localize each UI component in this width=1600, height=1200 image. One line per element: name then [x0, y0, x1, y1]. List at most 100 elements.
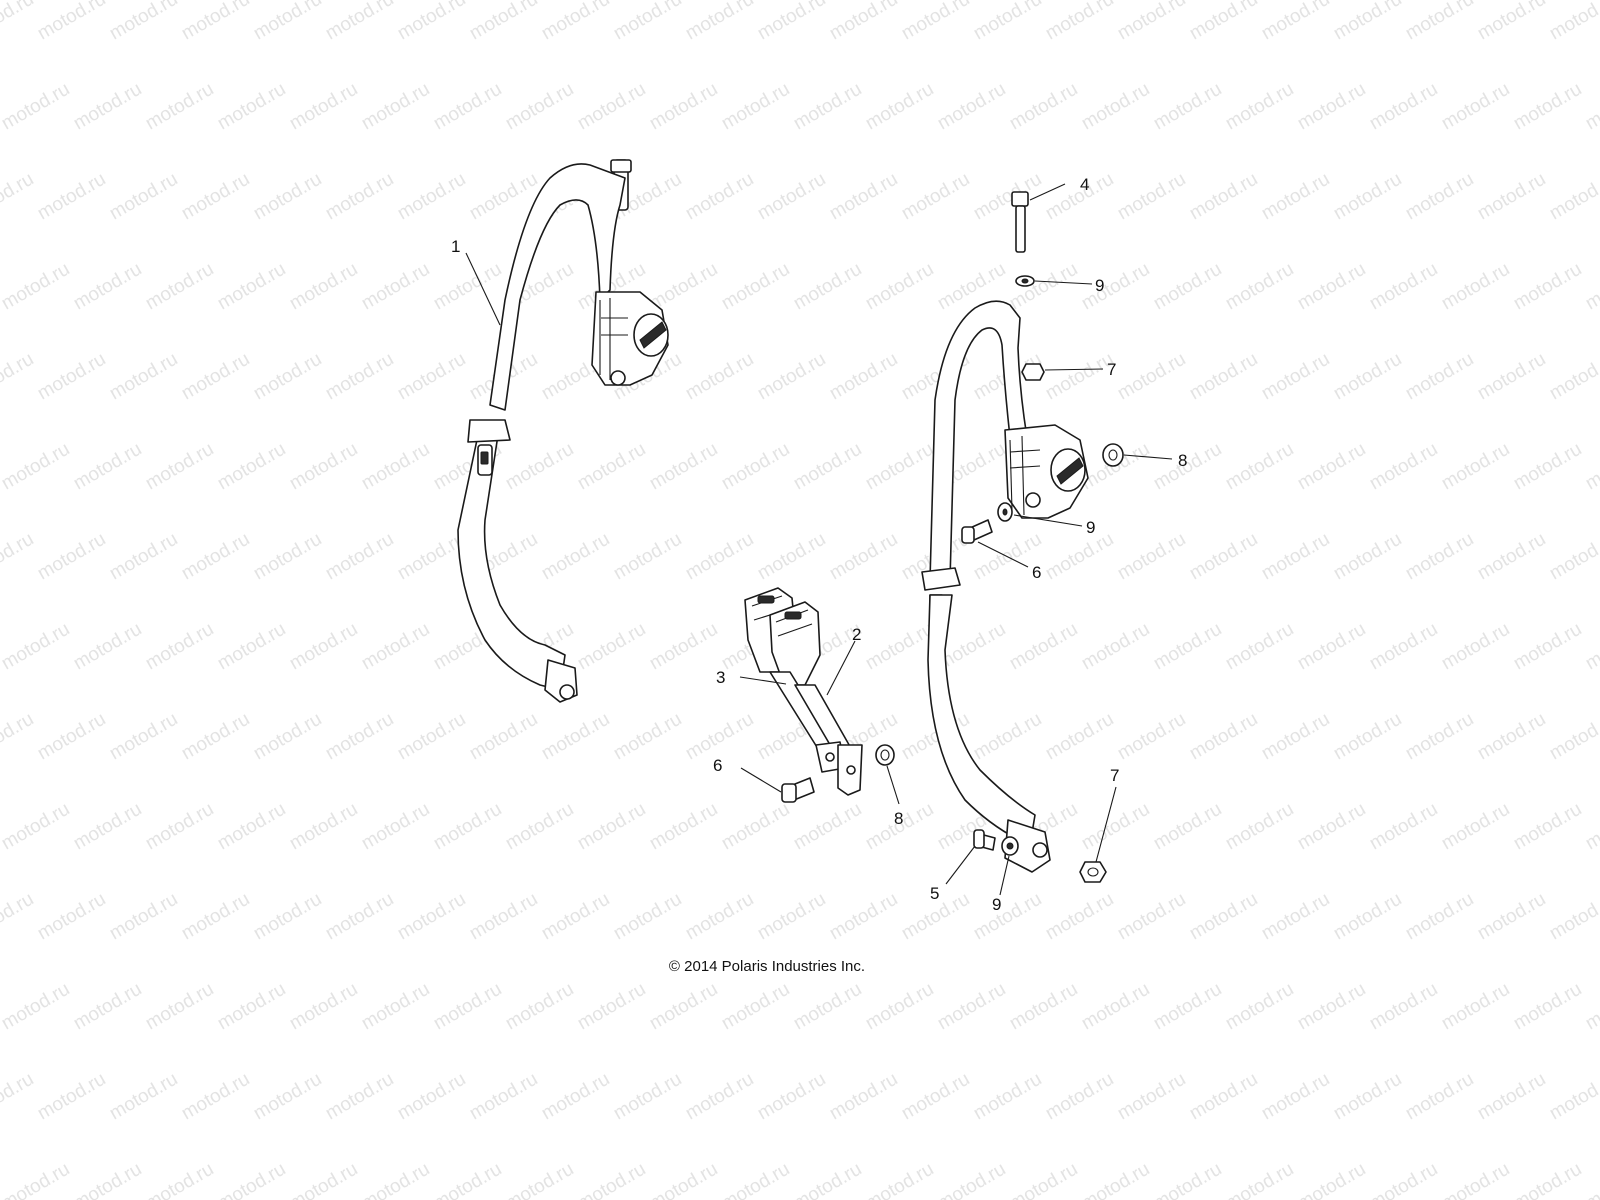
watermark-text: motod.ru: [1150, 1159, 1225, 1200]
watermark-text: motod.ru: [394, 709, 469, 765]
watermark-text: motod.ru: [1474, 529, 1549, 585]
watermark-text: motod.ru: [1006, 259, 1081, 315]
watermark-text: motod.ru: [682, 1069, 757, 1125]
watermark-text: motod.ru: [682, 889, 757, 945]
watermark-text: motod.ru: [322, 169, 397, 225]
watermark-text: motod.ru: [718, 1159, 793, 1200]
callout-2: 2: [852, 625, 861, 644]
watermark-text: motod.ru: [1042, 1069, 1117, 1125]
watermark-text: motod.ru: [430, 259, 505, 315]
washer-9-retractor: [997, 502, 1013, 522]
watermark-text: motod.ru: [1510, 79, 1585, 135]
watermark-text: motod.ru: [1222, 79, 1297, 135]
watermark-text: motod.ru: [538, 529, 613, 585]
watermark-text: motod.ru: [826, 889, 901, 945]
nut-8-buckle: [875, 744, 895, 766]
watermark-text: motod.ru: [1366, 1159, 1441, 1200]
watermark-text: motod.ru: [1078, 259, 1153, 315]
watermark-text: motod.ru: [1294, 619, 1369, 675]
watermark-text: motod.ru: [250, 169, 325, 225]
watermark-text: motod.ru: [1546, 889, 1600, 945]
watermark-text: motod.ru: [718, 259, 793, 315]
watermark-text: motod.ru: [1114, 349, 1189, 405]
watermark-text: motod.ru: [1366, 259, 1441, 315]
watermark-text: motod.ru: [250, 1069, 325, 1125]
watermark-text: motod.ru: [106, 709, 181, 765]
watermark-text: motod.ru: [0, 439, 73, 495]
watermark-text: motod.ru: [178, 889, 253, 945]
nut-7-upper: [1021, 363, 1045, 381]
watermark-text: motod.ru: [1078, 799, 1153, 855]
watermark-text: motod.ru: [1078, 1159, 1153, 1200]
watermark-text: motod.ru: [790, 799, 865, 855]
watermark-text: motod.ru: [1366, 619, 1441, 675]
watermark-text: motod.ru: [214, 619, 289, 675]
watermark-text: motod.ru: [790, 439, 865, 495]
watermark-text: motod.ru: [1294, 979, 1369, 1035]
watermark-text: motod.ru: [1402, 889, 1477, 945]
watermark-text: motod.ru: [538, 889, 613, 945]
watermark-text: motod.ru: [142, 979, 217, 1035]
watermark-text: motod.ru: [1402, 169, 1477, 225]
nut-7-lower: [1079, 861, 1107, 883]
bolt-6-buckle: [781, 777, 815, 803]
watermark-text: motod.ru: [106, 169, 181, 225]
watermark-text: motod.ru: [538, 0, 613, 44]
watermark-text: motod.ru: [1078, 79, 1153, 135]
watermark-text: motod.ru: [1114, 1069, 1189, 1125]
watermark-text: motod.ru: [754, 889, 829, 945]
watermark-text: motod.ru: [1402, 529, 1477, 585]
watermark-text: motod.ru: [106, 889, 181, 945]
watermark-text: motod.ru: [358, 619, 433, 675]
watermark-text: motod.ru: [1258, 889, 1333, 945]
watermark-text: motod.ru: [34, 889, 109, 945]
watermark-text: motod.ru: [106, 349, 181, 405]
watermark-text: motod.ru: [682, 0, 757, 44]
callouts: 1 2 3 4 5 6 6 7 7 8 8 9 9 9: [451, 175, 1187, 914]
watermark-text: motod.ru: [1114, 889, 1189, 945]
watermark-text: motod.ru: [1474, 349, 1549, 405]
watermark-text: motod.ru: [0, 259, 73, 315]
watermark-text: motod.ru: [1294, 799, 1369, 855]
watermark-text: motod.ru: [0, 709, 37, 765]
callout-4: 4: [1080, 175, 1089, 194]
watermark-text: motod.ru: [1510, 1159, 1585, 1200]
leader-lines: [465, 183, 1173, 896]
watermark-text: motod.ru: [898, 1069, 973, 1125]
callout-6-buckle: 6: [713, 756, 722, 775]
watermark-text: motod.ru: [1222, 619, 1297, 675]
watermark-text: motod.ru: [1042, 709, 1117, 765]
watermark-text: motod.ru: [1474, 709, 1549, 765]
watermark-text: motod.ru: [1258, 709, 1333, 765]
watermark-text: motod.ru: [1294, 259, 1369, 315]
watermark-text: motod.ru: [250, 709, 325, 765]
watermark-text: motod.ru: [1546, 1069, 1600, 1125]
watermark-text: motod.ru: [790, 79, 865, 135]
watermark-text: motod.ru: [790, 1159, 865, 1200]
watermark-text: motod.ru: [214, 439, 289, 495]
watermark-text: motod.ru: [1294, 79, 1369, 135]
watermark-text: motod.ru: [898, 169, 973, 225]
watermark-text: motod.ru: [1150, 79, 1225, 135]
watermark-text: motod.ru: [322, 1069, 397, 1125]
watermark-text: motod.ru: [70, 79, 145, 135]
watermark-text: motod.ru: [1366, 979, 1441, 1035]
washer-9-top: [1015, 275, 1035, 287]
watermark-text: motod.ru: [1186, 529, 1261, 585]
watermark-text: motod.ru: [1330, 529, 1405, 585]
watermark-text: motod.ru: [1366, 799, 1441, 855]
watermark-text: motod.ru: [142, 439, 217, 495]
watermark-text: motod.ru: [286, 1159, 361, 1200]
watermark-text: motod.ru: [1582, 439, 1600, 495]
watermark-text: motod.ru: [1546, 169, 1600, 225]
callout-1: 1: [451, 237, 460, 256]
watermark-text: motod.ru: [754, 169, 829, 225]
watermark-text: motod.ru: [34, 709, 109, 765]
watermark-text: motod.ru: [1042, 0, 1117, 44]
watermark-text: motod.ru: [1582, 979, 1600, 1035]
watermark-text: motod.ru: [1402, 1069, 1477, 1125]
watermark-text: motod.ru: [502, 979, 577, 1035]
watermark-text: motod.ru: [0, 619, 73, 675]
watermark-text: motod.ru: [790, 259, 865, 315]
